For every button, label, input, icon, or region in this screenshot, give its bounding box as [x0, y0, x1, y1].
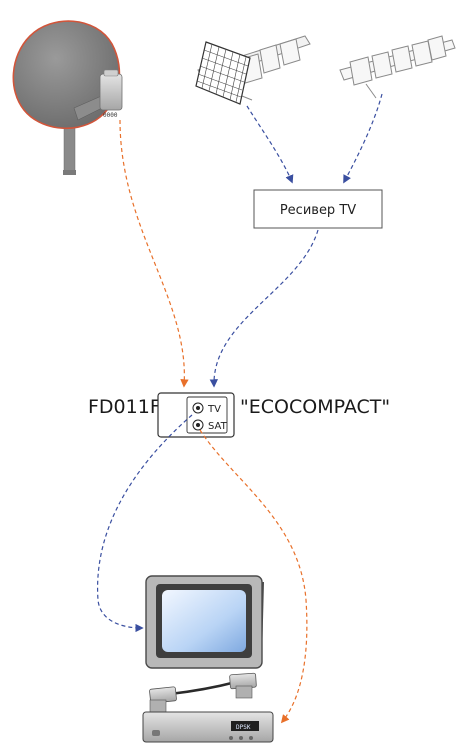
satellite-receiver: DPSK	[142, 711, 274, 743]
tv-screen	[162, 590, 246, 652]
terrestrial-antenna-right	[339, 35, 456, 99]
splitter-to-sat-receiver-line	[199, 429, 308, 724]
lnb-label: 0000	[103, 112, 118, 119]
grid-reflector	[195, 41, 251, 105]
splitter-device: FD011F "ECOCOMPACT" TV SAT	[88, 392, 390, 438]
receiver-display-text: DPSK	[236, 724, 251, 731]
television	[145, 575, 264, 669]
sat-port-label: SAT	[208, 421, 228, 432]
antenna-right-to-receiver-line	[343, 93, 383, 184]
receiver-button	[249, 736, 253, 740]
splitter-to-tv-line	[97, 414, 193, 633]
scart-cable	[149, 672, 257, 715]
satellite-to-splitter-line	[119, 119, 189, 388]
receiver-display	[231, 721, 259, 731]
receiver-button	[239, 736, 243, 740]
tv-receiver-box: Ресивер TV	[253, 189, 383, 229]
sat-port: SAT	[192, 419, 228, 432]
tv-port: TV	[192, 402, 221, 415]
satellite-dish: 0000	[12, 20, 123, 175]
receiver-button	[229, 736, 233, 740]
receiver-slot	[152, 730, 160, 736]
antenna-left-to-receiver-line	[246, 105, 294, 184]
dish-mast-cap	[63, 170, 76, 175]
receiver-to-splitter-line	[209, 229, 319, 388]
tv-receiver-label: Ресивер TV	[280, 203, 356, 218]
lnb-body	[99, 73, 123, 111]
product-name-label: "ECOCOMPACT"	[240, 396, 390, 418]
tv-port-label: TV	[207, 404, 221, 415]
lnb-head	[103, 69, 119, 77]
model-label: FD011F	[88, 396, 161, 418]
receiver-body	[142, 711, 274, 743]
